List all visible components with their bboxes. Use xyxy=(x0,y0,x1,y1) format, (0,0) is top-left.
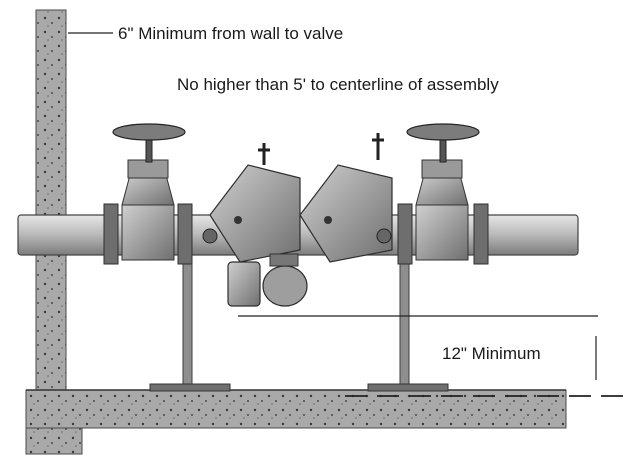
check-valve-left xyxy=(209,143,301,263)
floor-slab xyxy=(25,389,567,429)
test-cock-right xyxy=(376,228,392,244)
check-valve-right xyxy=(299,133,393,263)
test-cock-left xyxy=(202,228,218,244)
shutoff-valve-right xyxy=(406,123,480,261)
floor-clearance-label: 12" Minimum xyxy=(442,344,541,363)
shutoff-valve-left xyxy=(112,123,186,261)
pipe-support-left xyxy=(149,255,231,392)
pipe-support-right xyxy=(367,255,449,392)
clearance-dimension xyxy=(238,315,626,397)
relief-valve xyxy=(227,253,308,307)
max-height-label: No higher than 5' to centerline of assem… xyxy=(177,75,499,94)
wall-distance-label: 6" Minimum from wall to valve xyxy=(118,24,344,43)
pipe-flanges xyxy=(103,203,489,265)
